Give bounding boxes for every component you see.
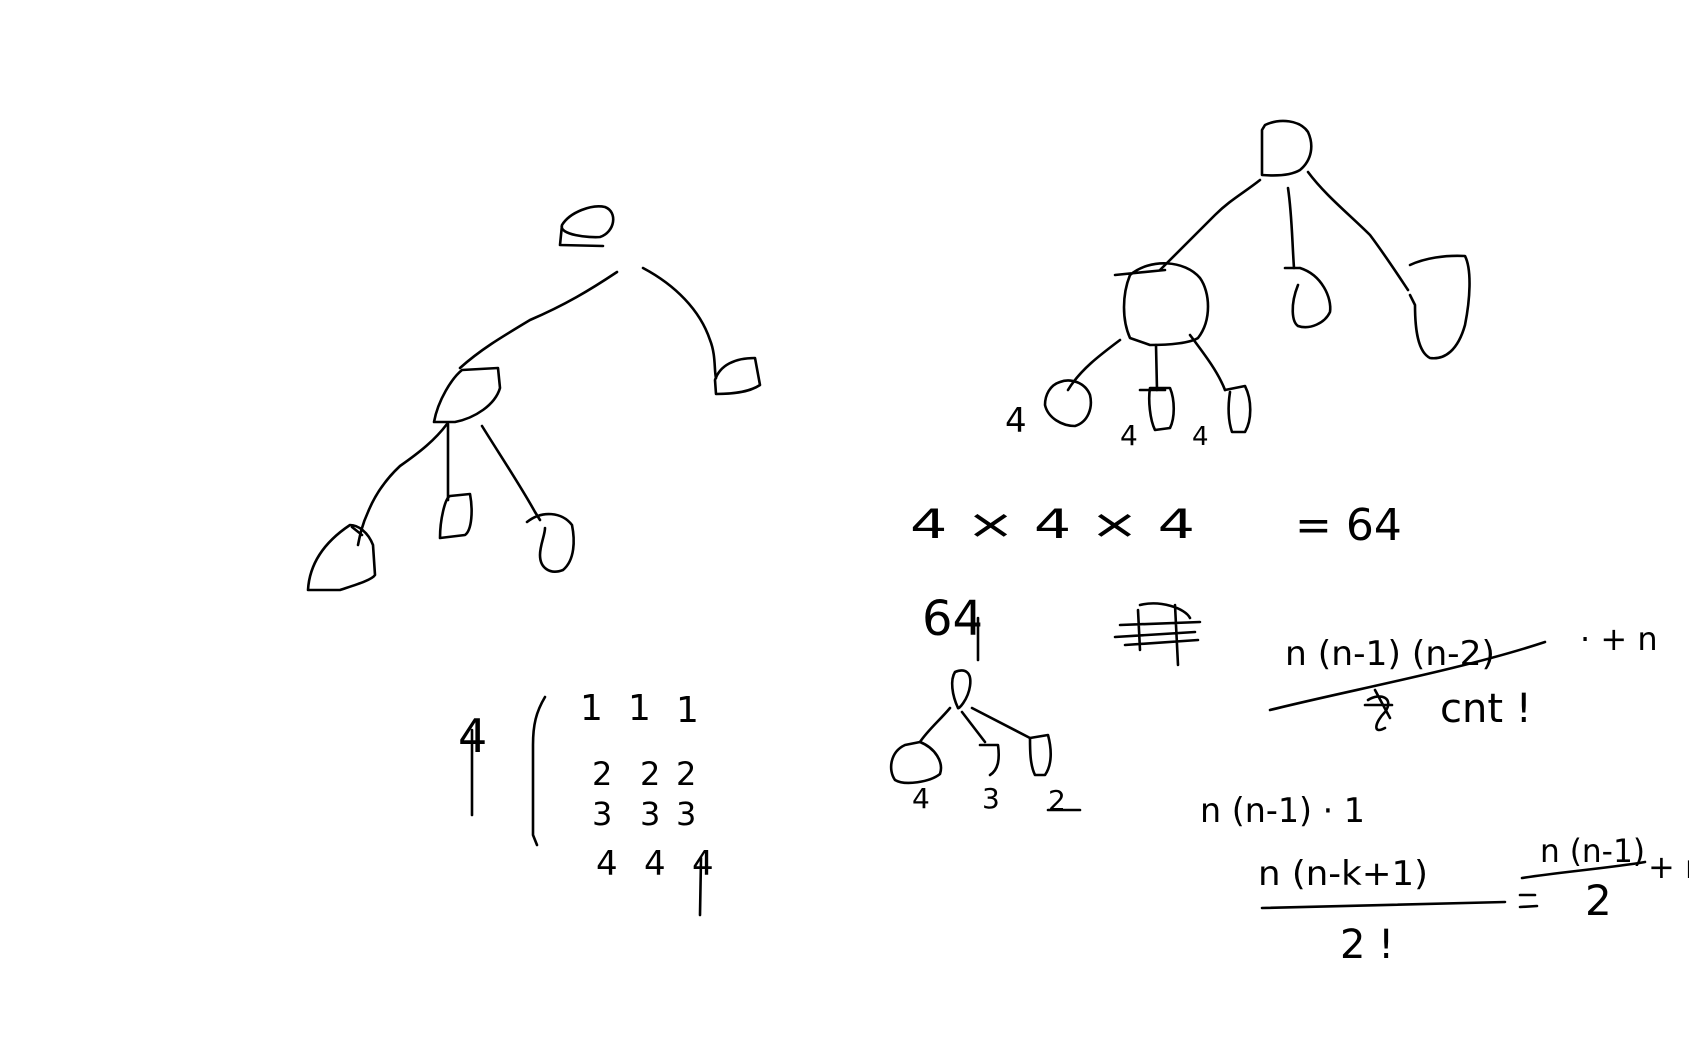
right-tree-leaf-3 — [1223, 384, 1252, 434]
formula-2-equals — [1518, 893, 1539, 909]
count-table: 1 1 1 2 2 2 3 3 3 4 4 4 — [580, 688, 714, 917]
formula-1-numerator: n (n-1) (n-2) — [1285, 634, 1495, 674]
formula-2-rhs-fraction-bar — [1520, 860, 1647, 880]
formula-2-fraction-bar — [1260, 900, 1507, 910]
right-tree-edge-mid-to-leaf-3 — [1188, 333, 1227, 392]
formula-2-rhs-denominator: 2 — [1585, 876, 1612, 925]
small-tree-top-label: 64 — [922, 591, 983, 647]
right-tree-edge-root-to-right — [1306, 170, 1410, 292]
right-tree-right-leaf — [1408, 254, 1471, 360]
left-tree-annotations: 4 1 1 1 2 2 2 3 3 3 4 4 4 — [458, 688, 714, 917]
scribble-out-lines — [1113, 602, 1202, 667]
formula-2: n (n-1) · 1 n (n-k+1) 2 ! n (n-1) 2 + n — [1200, 791, 1689, 968]
right-tree: 4 4 4 — [1005, 119, 1471, 452]
left-tree-leaf-center — [438, 492, 473, 540]
right-tree-edge-root-to-left — [1158, 178, 1262, 272]
small-tree-leaf-left — [889, 740, 943, 785]
right-tree-leaf-1-label: 4 — [1005, 401, 1027, 441]
count-row-4-col-1: 4 — [596, 844, 618, 884]
left-tree — [306, 205, 762, 592]
count-row-3-col-1: 3 — [592, 795, 612, 833]
right-tree-leaf-2 — [1138, 386, 1176, 432]
left-tree-right-leaf — [713, 356, 762, 396]
small-tree-leaf-right-label: 2 — [1048, 784, 1066, 817]
left-tree-leaf-left — [306, 523, 377, 592]
small-tree: 64 4 3 2 — [889, 591, 1082, 817]
left-tree-edge-root-to-right — [641, 266, 718, 380]
scribble-out — [1113, 602, 1202, 667]
formula-2-numerator: n (n-k+1) — [1258, 854, 1428, 894]
formula-2-line: n (n-1) · 1 — [1200, 791, 1365, 831]
equation-product-right: = 64 — [1295, 500, 1402, 551]
left-tree-root-node — [558, 205, 615, 248]
right-tree-leaf-1 — [1043, 379, 1093, 428]
small-tree-leaf-right — [1028, 733, 1052, 777]
count-row-4-col-3-stem — [698, 856, 703, 917]
count-row-2-col-1: 2 — [592, 755, 612, 793]
left-tree-edge-mid-to-left — [356, 422, 449, 547]
right-tree-edge-mid-to-leaf-2 — [1154, 343, 1159, 392]
count-row-4-col-2: 4 — [644, 844, 666, 884]
formula-1: n (n-1) (n-2) · + n cnt ! — [1268, 620, 1658, 732]
formula-1-suffix: · + n — [1580, 620, 1658, 658]
formula-1-fraction-bar — [1268, 640, 1547, 712]
small-tree-leaf-center — [978, 743, 1001, 777]
count-row-1-col-3: 1 — [676, 690, 699, 731]
right-tree-center-leaf — [1283, 266, 1332, 329]
small-tree-edge-center — [960, 710, 987, 744]
small-tree-leaf-center-label: 3 — [982, 782, 1000, 815]
count-row-2-col-2: 2 — [640, 755, 660, 793]
small-tree-leaf-left-label: 4 — [912, 782, 930, 815]
count-row-1-col-2: 1 — [628, 688, 651, 729]
right-tree-leaf-3-label: 4 — [1192, 422, 1209, 452]
count-row-1-col-1: 1 — [580, 688, 603, 729]
small-tree-edge-right — [970, 706, 1032, 740]
formula-2-rhs-suffix: + n — [1648, 848, 1689, 886]
count-row-3-col-2: 3 — [640, 795, 660, 833]
formula-1-denominator: cnt ! — [1440, 686, 1532, 732]
right-tree-edge-root-to-center — [1286, 186, 1296, 270]
left-tree-edge-mid-to-right — [480, 424, 542, 522]
right-tree-root-node — [1260, 119, 1313, 177]
equation-product-left: 4 × 4 × 4 — [910, 502, 1195, 548]
formula-1-scribble — [1363, 688, 1394, 732]
small-tree-root-node — [950, 669, 972, 710]
left-tree-leaf-right — [525, 512, 575, 573]
equation-product: 4 × 4 × 4 = 64 — [910, 500, 1402, 551]
right-tree-edge-mid-to-leaf-1 — [1066, 338, 1122, 392]
count-row-4-col-3: 4 — [692, 844, 714, 884]
count-row-2-col-3: 2 — [676, 755, 696, 793]
left-brace — [531, 695, 547, 847]
formula-2-denominator: 2 ! — [1340, 922, 1394, 968]
right-tree-mid-node — [1113, 262, 1210, 347]
right-tree-leaf-2-label: 4 — [1120, 419, 1138, 452]
left-tree-edge-root-to-mid — [458, 270, 619, 370]
small-tree-edge-left — [918, 706, 952, 744]
count-row-3-col-3: 3 — [676, 795, 696, 833]
left-tree-mid-node — [432, 366, 502, 424]
